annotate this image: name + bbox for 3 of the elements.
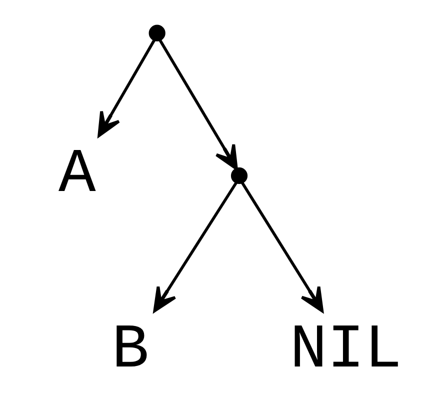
node-text: B — [112, 314, 150, 386]
node-text: NIL — [290, 314, 402, 386]
node-text: A — [58, 139, 96, 210]
